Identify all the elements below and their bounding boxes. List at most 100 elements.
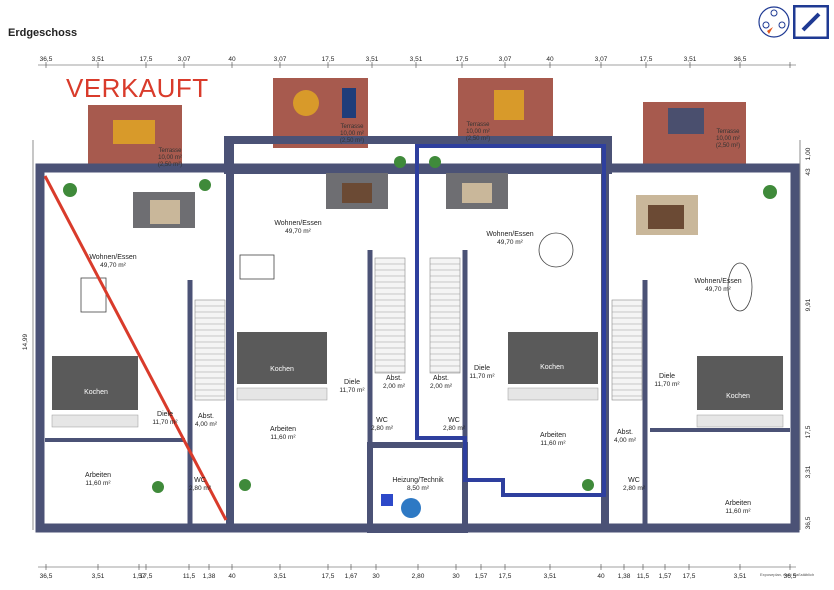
svg-text:10,00 m²: 10,00 m² xyxy=(466,129,490,135)
dimension-label: 40 xyxy=(228,573,236,580)
dimension-label-left: 14,99 xyxy=(22,333,29,350)
kitchen-counters xyxy=(51,387,784,428)
dimension-ticks-bottom xyxy=(45,564,791,570)
dimension-label: 17,5 xyxy=(456,56,469,63)
dimension-label: 17,5 xyxy=(499,573,512,580)
dimension-label: 3,51 xyxy=(274,573,287,580)
arbeiten-label-1: Arbeiten xyxy=(85,472,111,479)
wohnen-area-3: 49,70 m² xyxy=(497,239,523,246)
arbeiten-area-4: 11,60 m² xyxy=(725,508,751,515)
svg-text:Terrasse: Terrasse xyxy=(466,122,490,128)
dimension-label: 43 xyxy=(805,168,812,176)
abst-area-4: 4,00 m² xyxy=(614,437,637,444)
dimension-label: 3,07 xyxy=(595,56,608,63)
kochen-label-3: Kochen xyxy=(540,364,564,371)
diele-label-2: Diele xyxy=(344,379,360,386)
abst-label-4: Abst. xyxy=(617,429,633,436)
svg-text:Heizung/Technik: Heizung/Technik xyxy=(392,477,444,484)
diele-area-4: 11,70 m² xyxy=(654,381,680,388)
svg-text:10,00 m²: 10,00 m² xyxy=(340,131,364,137)
diele-area-2: 11,70 m² xyxy=(339,387,365,394)
wc-area-2: 2,80 m² xyxy=(371,425,394,432)
room-labels-unit-3: Wohnen/Essen 49,70 m² Kochen Diele 11,70… xyxy=(430,231,566,447)
sold-strike-line xyxy=(43,175,228,521)
svg-text:(2,50 m²): (2,50 m²) xyxy=(340,138,364,144)
room-labels-unit-4: Wohnen/Essen 49,70 m² Kochen Diele 11,70… xyxy=(614,278,751,515)
diele-area-1: 11,70 m² xyxy=(152,419,178,426)
svg-text:Terrasse: Terrasse xyxy=(158,148,182,154)
svg-text:(2,50 m²): (2,50 m²) xyxy=(158,162,182,168)
wc-label-4: WC xyxy=(628,477,640,484)
dimension-label: 40 xyxy=(228,56,236,63)
dimension-label: 1,57 xyxy=(475,573,488,580)
dimension-label: 3,07 xyxy=(499,56,512,63)
dimension-label: 17,5 xyxy=(322,573,335,580)
dimension-label: 3,07 xyxy=(178,56,191,63)
abst-label-1: Abst. xyxy=(198,413,214,420)
dimension-label: 3,51 xyxy=(92,573,105,580)
abst-label-2: Abst. xyxy=(386,375,402,382)
wc-label-1: WC xyxy=(194,477,206,484)
svg-text:Terrasse: Terrasse xyxy=(340,124,364,130)
diele-label-4: Diele xyxy=(659,373,675,380)
terrace-labels: Terrasse 10,00 m² (2,50 m²) Terrasse 10,… xyxy=(158,122,740,168)
room-labels-unit-1: Wohnen/Essen 49,70 m² Kochen Diele 11,70… xyxy=(84,254,218,492)
abst-label-3: Abst. xyxy=(433,375,449,382)
wohnen-area-1: 49,70 m² xyxy=(100,262,126,269)
dimension-label: 1,67 xyxy=(345,573,358,580)
wc-label-2: WC xyxy=(376,417,388,424)
arbeiten-label-2: Arbeiten xyxy=(270,426,296,433)
dimension-label: 17,5 xyxy=(683,573,696,580)
dimension-label: 1,38 xyxy=(203,573,216,580)
dimension-label: 3,51 xyxy=(410,56,423,63)
dimension-label: 36,5 xyxy=(734,56,747,63)
compass-logo-icon xyxy=(758,6,790,38)
svg-text:(2,50 m²): (2,50 m²) xyxy=(466,136,490,142)
dimension-label: 3,51 xyxy=(734,573,747,580)
arbeiten-area-3: 11,60 m² xyxy=(540,440,566,447)
dimension-label: 3,51 xyxy=(684,56,697,63)
kochen-label-1: Kochen xyxy=(84,389,108,396)
dimension-label: 1,57 xyxy=(133,573,146,580)
diele-label-1: Diele xyxy=(157,411,173,418)
dimension-labels-top: 36,5 3,51 17,5 3,07 40 3,07 17,5 3,51 3,51 17,5 3,… xyxy=(40,56,747,63)
dimension-label: 36,5 xyxy=(40,56,53,63)
arbeiten-area-2: 11,60 m² xyxy=(270,434,296,441)
stair-treads xyxy=(195,263,642,397)
arbeiten-area-1: 11,60 m² xyxy=(85,480,111,487)
dimension-label: 11,5 xyxy=(637,573,650,580)
footnote: Exposeplan, nicht maßstäblich xyxy=(760,572,815,577)
dimension-label: 17,5 xyxy=(140,56,153,63)
dimension-label: 30 xyxy=(372,573,380,580)
svg-text:8,50 m²: 8,50 m² xyxy=(407,485,430,492)
arbeiten-label-4: Arbeiten xyxy=(725,500,751,507)
dimension-label: 17,5 xyxy=(322,56,335,63)
svg-text:Terrasse: Terrasse xyxy=(716,129,740,135)
highlighted-unit-outline xyxy=(415,144,606,497)
dimension-label: 1,38 xyxy=(618,573,631,580)
dimension-label: 1,00 xyxy=(805,147,812,160)
kochen-label-4: Kochen xyxy=(726,393,750,400)
sold-label: VERKAUFT xyxy=(66,73,209,103)
abst-area-2: 2,00 m² xyxy=(383,383,406,390)
wc-area-3: 2,80 m² xyxy=(443,425,466,432)
wohnen-label-3: Wohnen/Essen xyxy=(486,231,533,238)
diele-area-3: 11,70 m² xyxy=(469,373,495,380)
wohnen-label-2: Wohnen/Essen xyxy=(274,220,321,227)
wohnen-label-1: Wohnen/Essen xyxy=(89,254,136,261)
dimension-label: 3,31 xyxy=(805,465,812,478)
kitchens xyxy=(52,332,783,410)
dimension-label: 40 xyxy=(597,573,605,580)
dimension-label: 2,80 xyxy=(412,573,425,580)
dimension-label: 36,5 xyxy=(805,516,812,529)
wc-area-4: 2,80 m² xyxy=(623,485,646,492)
wohnen-area-4: 49,70 m² xyxy=(705,286,731,293)
dimension-label: 3,51 xyxy=(366,56,379,63)
dimension-label: 3,51 xyxy=(544,573,557,580)
svg-text:10,00 m²: 10,00 m² xyxy=(158,155,182,161)
dimension-label: 17,5 xyxy=(640,56,653,63)
abst-area-1: 4,00 m² xyxy=(195,421,218,428)
